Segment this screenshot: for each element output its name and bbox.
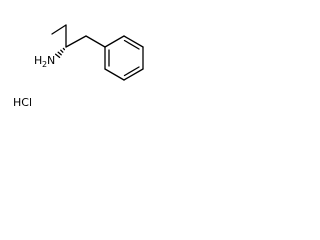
benzene-ring xyxy=(104,35,144,81)
chemical-structure-diagram: H 2 N HCl xyxy=(13,24,144,109)
amine-label: H 2 N xyxy=(34,54,55,69)
wedge-bond-to-amine xyxy=(54,47,66,59)
amine-hydrogen: H xyxy=(34,54,42,67)
bond-ethyl-terminal xyxy=(51,24,67,35)
bond-chiral-to-benzylic xyxy=(65,35,87,48)
amine-nitrogen: N xyxy=(47,54,55,67)
amine-subscript: 2 xyxy=(42,60,47,69)
bond-benzylic-to-ring xyxy=(85,35,106,48)
hydrochloride-label: HCl xyxy=(13,96,32,109)
